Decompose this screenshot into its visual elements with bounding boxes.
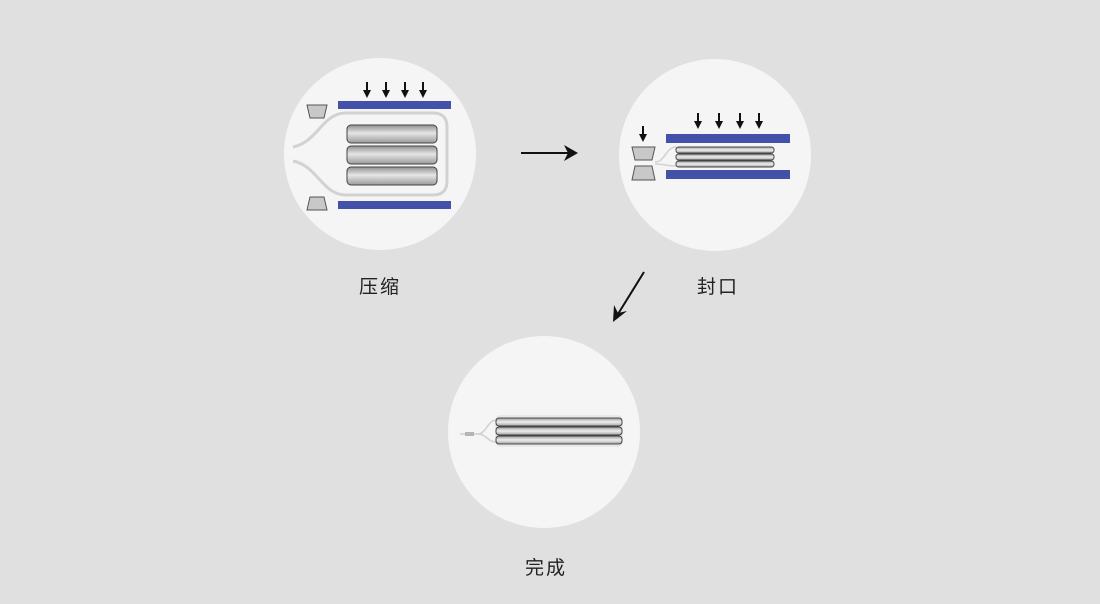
battery-cell	[346, 145, 438, 165]
upper-seal-head	[631, 146, 656, 161]
battery-cell	[495, 435, 623, 445]
press-down-arrows-icon	[694, 113, 763, 129]
lower-press-plate	[666, 170, 790, 179]
lower-seal-head	[631, 165, 656, 181]
battery-cell	[495, 426, 623, 436]
seal-step-label: 封口	[696, 276, 740, 298]
battery-cell	[675, 160, 775, 168]
battery-cell	[675, 153, 775, 161]
compress-step-label: 压缩	[358, 276, 402, 298]
seal-step-illustration	[619, 59, 811, 251]
compress-step-illustration	[284, 58, 476, 250]
battery-cell	[346, 124, 438, 144]
lower-press-plate	[338, 201, 451, 209]
upper-press-plate	[338, 101, 451, 109]
pouch-film	[460, 419, 497, 443]
done-step-illustration	[448, 336, 640, 528]
upper-press-plate	[666, 134, 790, 143]
battery-cell	[346, 166, 438, 186]
pouch-film	[654, 146, 677, 167]
arrow-down-left-icon	[613, 271, 645, 322]
done-step-label: 完成	[524, 557, 568, 579]
cell-tab	[465, 432, 474, 436]
upper-seal-head	[306, 104, 328, 119]
seal-down-arrow-icon	[639, 126, 647, 142]
press-down-arrows-icon	[363, 82, 427, 98]
arrow-right-icon	[521, 145, 578, 161]
lower-seal-head	[306, 196, 328, 211]
pouch-film	[292, 111, 449, 197]
battery-cell	[495, 417, 623, 427]
battery-cell	[675, 146, 775, 154]
